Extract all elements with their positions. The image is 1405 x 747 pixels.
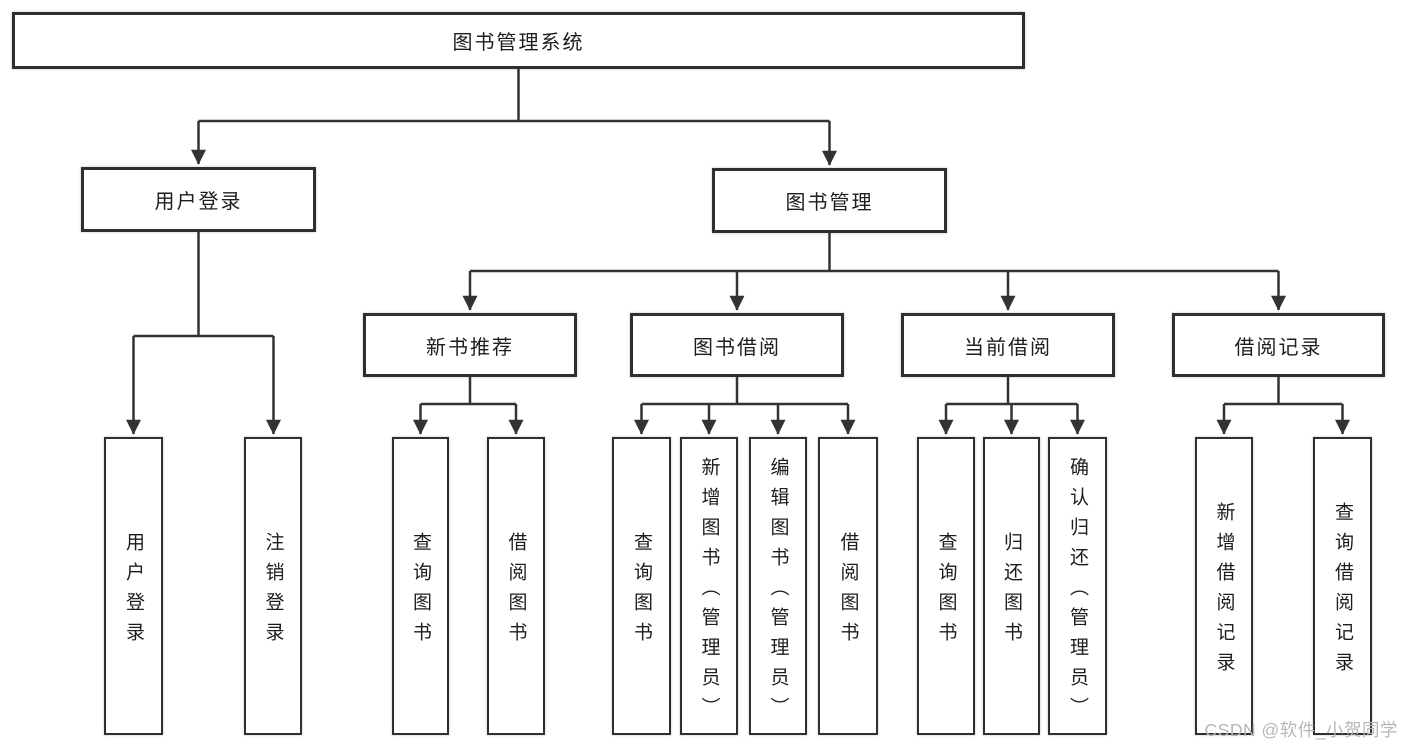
leaf-recommend-borrow-book: 借阅图书: [487, 437, 545, 735]
leaf-logout: 注销登录: [244, 437, 302, 735]
node-new-book-recommend: 新书推荐: [363, 313, 577, 377]
node-book-management: 图书管理: [712, 168, 947, 233]
leaf-records-search-record: 查询借阅记录: [1313, 437, 1372, 735]
leaf-recommend-search-book: 查询图书: [392, 437, 449, 735]
leaf-user-login: 用户登录: [104, 437, 163, 735]
leaf-current-confirm-return-admin: 确认归还（管理员）: [1048, 437, 1107, 735]
node-book-borrowing: 图书借阅: [630, 313, 844, 377]
leaf-current-search-book: 查询图书: [917, 437, 975, 735]
leaf-current-return-book: 归还图书: [983, 437, 1040, 735]
node-current-borrowing: 当前借阅: [901, 313, 1115, 377]
leaf-borrow-edit-book-admin: 编辑图书（管理员）: [749, 437, 807, 735]
leaf-borrow-borrow-book: 借阅图书: [818, 437, 878, 735]
leaf-borrow-add-book-admin: 新增图书（管理员）: [680, 437, 738, 735]
node-root: 图书管理系统: [12, 12, 1025, 69]
leaf-records-add-record: 新增借阅记录: [1195, 437, 1253, 735]
node-user-login: 用户登录: [81, 167, 316, 232]
csdn-watermark: CSDN @软件_小贺同学: [1204, 720, 1398, 740]
node-borrowing-records: 借阅记录: [1172, 313, 1385, 377]
leaf-borrow-search-book: 查询图书: [612, 437, 671, 735]
